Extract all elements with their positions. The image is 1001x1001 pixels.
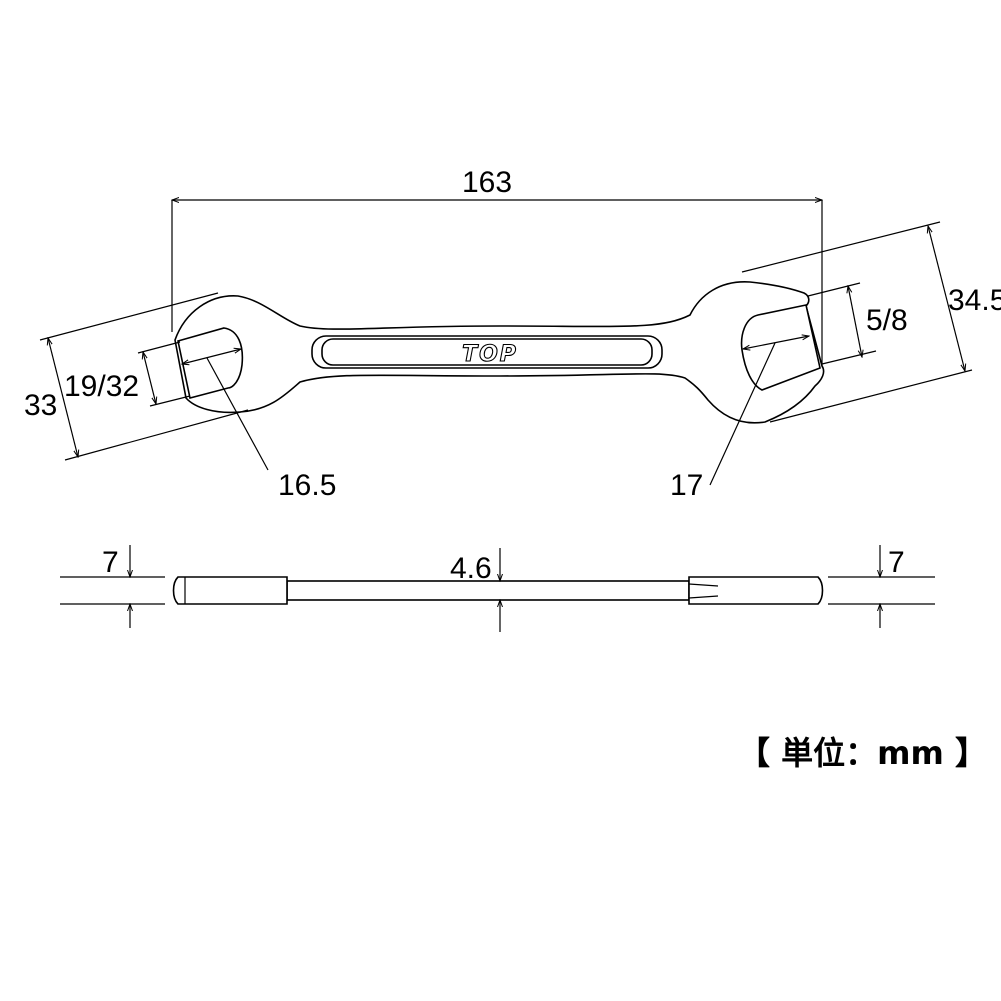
length-dimension: 163 bbox=[172, 166, 822, 370]
right-opening-inch-label: 5/8 bbox=[866, 304, 908, 337]
left-opening-inch-label: 19/32 bbox=[64, 370, 139, 403]
length-label: 163 bbox=[462, 166, 512, 199]
right-opening-mm-label: 17 bbox=[670, 469, 703, 502]
top-logo: TOP bbox=[462, 342, 518, 367]
wrench-side-view bbox=[172, 576, 824, 605]
left-head-dimensions: 33 19/32 16.5 bbox=[24, 292, 336, 502]
left-head-width-label: 33 bbox=[24, 389, 57, 422]
left-opening-mm-label: 16.5 bbox=[278, 469, 336, 502]
side-view-dimensions: 7 4.6 7 bbox=[60, 545, 935, 632]
shaft-thickness-label: 4.6 bbox=[450, 552, 492, 585]
unit-label: 【 単位：mm 】 bbox=[738, 734, 987, 772]
right-thickness-label: 7 bbox=[888, 546, 905, 579]
right-head-width-label: 34.5 bbox=[948, 284, 1001, 317]
wrench-top-view: TOP bbox=[174, 281, 825, 424]
right-head-dimensions: 34.5 5/8 17 bbox=[670, 221, 1001, 502]
left-thickness-label: 7 bbox=[102, 546, 119, 579]
